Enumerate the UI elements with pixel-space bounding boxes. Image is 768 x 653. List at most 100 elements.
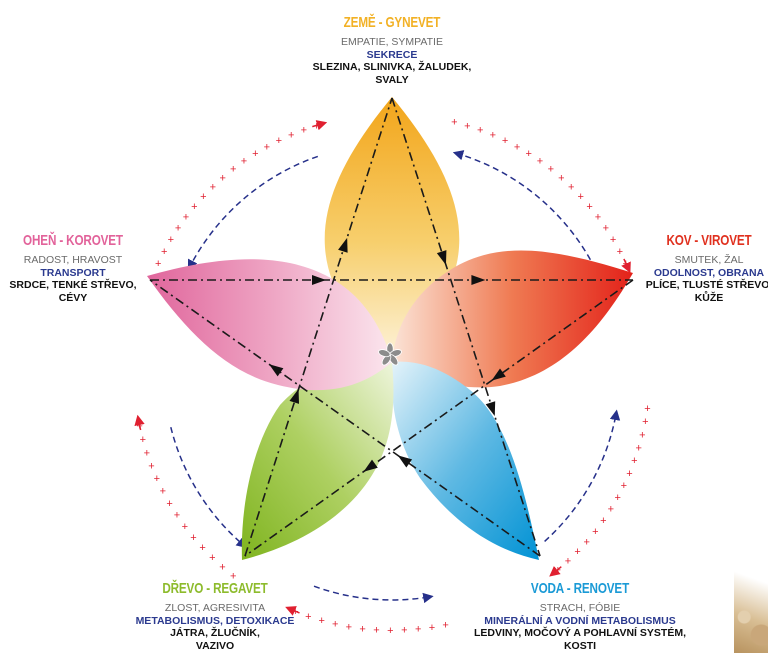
plus-mark: + [537,156,543,168]
plus-mark: + [160,486,166,498]
arc-water-wood-red-arrow [285,606,300,616]
wood-function: METABOLISMUS, DETOXIKACE [135,614,295,627]
plus-mark: + [182,521,188,533]
plus-mark: + [565,556,571,568]
star-arrowhead [269,364,284,377]
plus-mark: + [241,156,247,168]
plus-mark: + [502,135,508,147]
plus-mark: + [574,546,580,558]
plus-mark: + [252,148,258,160]
cycle-arrows: ++++++++++++++++++++++++++++++++++++++++… [134,117,651,637]
plus-mark: + [144,447,150,459]
star-arrowhead [436,250,447,265]
plus-mark: + [166,498,172,510]
arc-water-wood-blue-arrow [313,585,434,604]
star-arrowhead [363,459,378,472]
petals [147,97,633,560]
plus-mark: + [592,526,598,538]
label-fire: OHEŇ - KOROVET RADOST, HRAVOST TRANSPORT… [0,232,148,304]
star-arrowhead [471,275,486,285]
wood-emotion: ZLOST, AGRESIVITA [164,602,266,614]
water-title: VODA - RENOVET [530,580,630,597]
plus-mark: + [264,141,270,153]
label-water: VODA - RENOVET STRACH, FÓBIE MINERÁLNÍ A… [455,580,705,652]
arc-wood-fire-red-arrow [134,414,145,431]
plus-mark: + [464,120,470,132]
plus-mark: + [199,542,205,554]
arc-fire-earth-red-arrow [312,120,328,131]
metal-function: ODOLNOST, OBRANA [653,266,765,279]
arc-metal-water-blue-arrow [544,409,621,542]
plus-mark: + [161,246,167,258]
water-organs: LEDVINY, MOČOVÝ A POHLAVNÍ SYSTÉM, KOSTI [474,627,686,652]
star-arrowhead [312,275,326,285]
plus-mark: + [401,625,407,637]
plus-mark: + [373,625,379,637]
arc-fire-earth-blue-arrow [187,155,319,271]
plus-mark: + [595,212,601,224]
earth-title: ZEMĚ - GYNEVET [343,14,441,31]
arc-metal-water-red-arrow [549,565,562,577]
plus-mark: + [635,442,641,454]
plus-mark: + [191,201,197,213]
plus-mark: + [154,473,160,485]
plus-mark: + [442,619,448,631]
plus-mark: + [200,191,206,203]
plus-mark: + [639,429,645,441]
plus-mark: + [608,504,614,516]
star-arrowhead [485,401,496,417]
plus-mark: + [626,468,632,480]
plus-mark: + [210,181,216,193]
earth-function: SEKRECE [366,48,418,61]
star-arrowhead [289,389,300,404]
plus-mark: + [631,455,637,467]
plus-mark: + [301,125,307,137]
plus-mark: + [219,562,225,574]
earth-organs: SLEZINA, SLINIVKA, ŽALUDEK, SVALY [312,61,472,86]
plus-mark: + [415,624,421,636]
control-star [149,97,634,557]
plus-mark: + [148,460,154,472]
plus-mark: + [230,570,236,582]
decorative-corner [734,563,768,653]
plus-mark: + [617,246,623,258]
plus-mark: + [451,117,457,129]
arc-wood-fire-blue-arrow [170,427,248,549]
plus-mark: + [183,212,189,224]
plus-mark: + [155,258,161,270]
petal-wood [241,362,394,560]
label-wood: DŘEVO - REGAVET ZLOST, AGRESIVITA METABO… [100,580,330,652]
plus-mark: + [621,480,627,492]
plus-mark: + [490,130,496,142]
center-flower-icon [378,342,402,366]
plus-mark: + [577,191,583,203]
star-arrowheads [269,237,506,472]
metal-organs: PLÍCE, TLUSTÉ STŘEVO, KŮŽE [645,279,768,304]
fire-emotion: RADOST, HRAVOST [23,254,123,266]
plus-mark: + [305,611,311,623]
plus-mark: + [568,181,574,193]
plus-mark: + [603,223,609,235]
plus-mark: + [332,619,338,631]
plus-mark: + [558,172,564,184]
wood-title: DŘEVO - REGAVET [162,580,268,597]
plus-mark: + [209,552,215,564]
label-earth: ZEMĚ - GYNEVET EMPATIE, SYMPATIE SEKRECE… [292,14,492,86]
plus-mark: + [288,130,294,142]
plus-mark: + [642,416,648,428]
plus-mark: + [276,135,282,147]
plus-mark: + [583,536,589,548]
star-arrowhead [338,237,348,253]
plus-mark: + [174,510,180,522]
plus-mark: + [514,141,520,153]
plus-mark: + [548,164,554,176]
plus-mark: + [644,403,650,415]
plus-mark: + [429,622,435,634]
plus-mark: + [614,492,620,504]
plus-mark: + [140,434,146,446]
fire-function: TRANSPORT [40,266,106,279]
water-emotion: STRACH, FÓBIE [539,602,621,614]
plus-mark: + [387,625,393,637]
plus-mark: + [219,172,225,184]
plus-mark: + [230,164,236,176]
